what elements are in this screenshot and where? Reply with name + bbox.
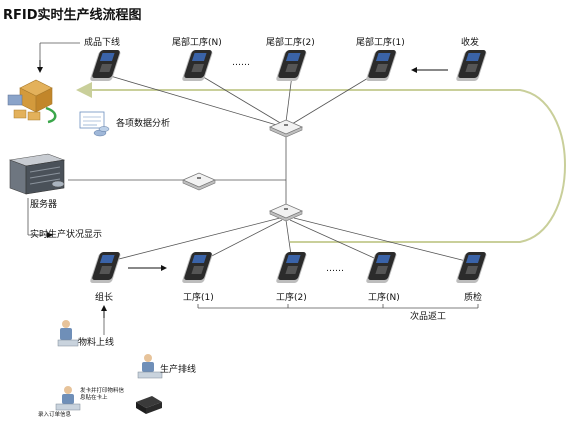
terminal-tail-2-icon xyxy=(275,50,308,81)
label-bottom-dots: …… xyxy=(326,264,344,274)
terminal-finished-icon xyxy=(89,50,122,81)
worker-scheduling-icon xyxy=(137,354,163,379)
worker-order-entry-icon xyxy=(55,386,81,411)
server-icon xyxy=(8,153,66,195)
label-realtime: 实时生产状况显示 xyxy=(30,230,103,240)
worker-material-icon xyxy=(57,320,79,347)
label-material: 物料上线 xyxy=(78,338,115,348)
label-tail-2: 尾部工序(2) xyxy=(266,38,315,48)
label-issue-card: 发卡并打印物料信息贴在卡上 xyxy=(80,388,125,401)
terminal-tail-1-icon xyxy=(365,50,398,81)
flow-arrows xyxy=(37,60,448,318)
label-process-n: 工序(N) xyxy=(368,293,400,303)
hub-upper-icon xyxy=(269,119,303,138)
card-printer-icon xyxy=(136,396,162,414)
hub-middle-icon xyxy=(182,172,216,191)
label-scheduling: 生产排线 xyxy=(160,365,197,375)
label-server: 服务器 xyxy=(30,200,58,210)
label-order-entry: 录入订单信息 xyxy=(38,412,72,418)
terminal-team-leader-icon xyxy=(89,252,122,283)
label-top-dots: …… xyxy=(232,58,250,68)
terminal-tail-n-icon xyxy=(181,50,214,81)
loop-arrow xyxy=(76,82,566,243)
label-process-1: 工序(1) xyxy=(183,293,214,303)
terminal-process-2-icon xyxy=(275,252,308,283)
label-qc: 质检 xyxy=(464,293,483,303)
label-rework: 次品返工 xyxy=(410,312,447,322)
label-team-leader: 组长 xyxy=(95,293,114,303)
data-analysis-icon xyxy=(79,111,110,137)
label-finished: 成品下线 xyxy=(84,38,121,48)
terminal-process-1-icon xyxy=(181,252,214,283)
warehouse-icon xyxy=(7,79,57,124)
label-data-analysis: 各项数据分析 xyxy=(116,119,171,129)
terminal-shipping-icon xyxy=(455,50,488,81)
label-tail-1: 尾部工序(1) xyxy=(356,38,405,48)
connector-lines xyxy=(27,42,479,335)
diagram-title: RFID实时生产线流程图 xyxy=(3,8,142,23)
label-tail-n: 尾部工序(N) xyxy=(172,38,222,48)
label-shipping: 收发 xyxy=(461,38,480,48)
terminal-qc-icon xyxy=(455,252,488,283)
label-process-2: 工序(2) xyxy=(276,293,307,303)
